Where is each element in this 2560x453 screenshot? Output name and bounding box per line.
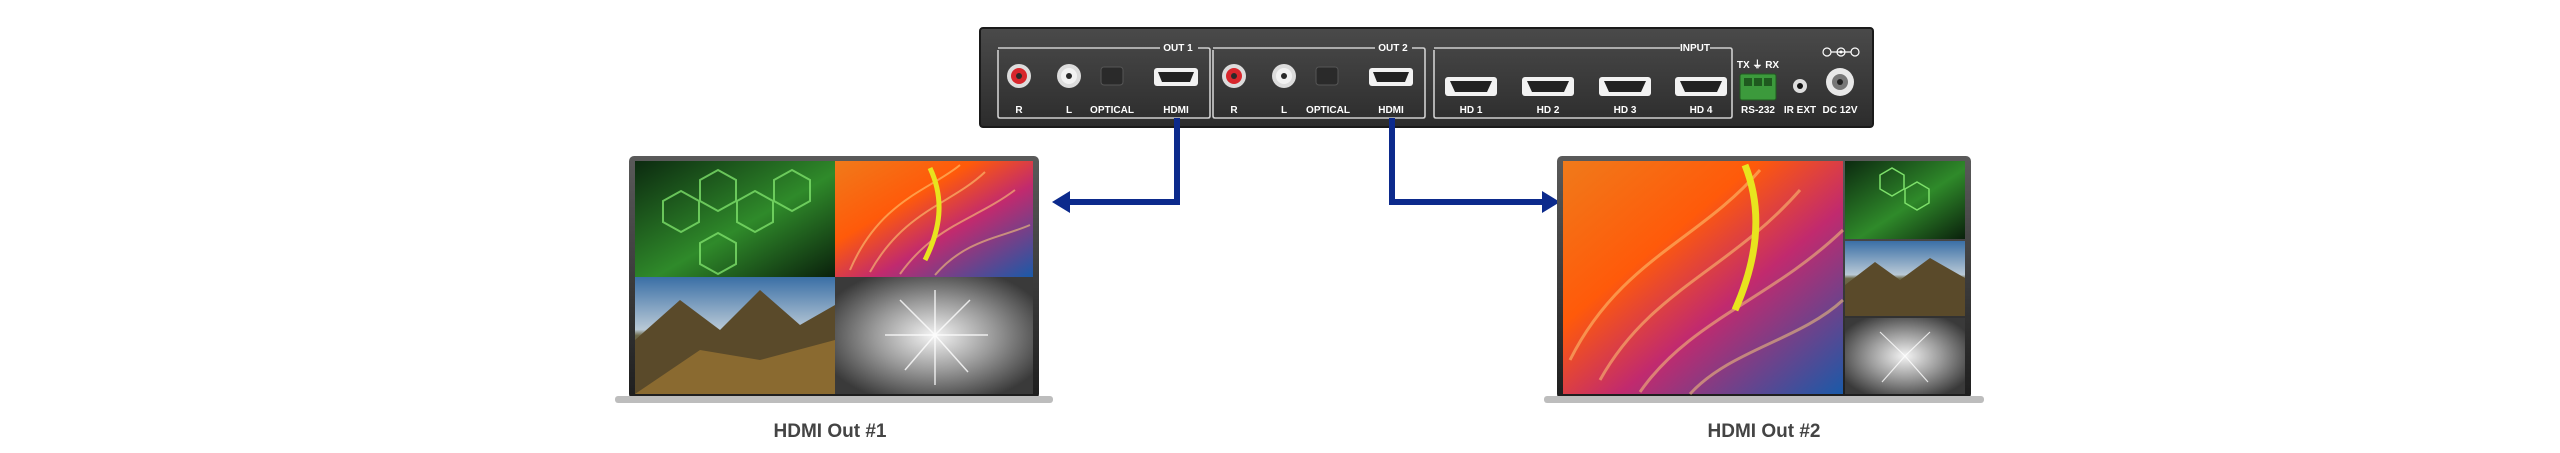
out2-hdmi-label: HDMI <box>1378 105 1404 116</box>
out1-hdmi-label: HDMI <box>1163 105 1189 116</box>
rs232-pin-label: TX ⏚ RX <box>1737 59 1780 71</box>
input-hd2-label: HD 2 <box>1537 105 1560 116</box>
optical-port-icon <box>1100 66 1124 86</box>
out2-panel: OUT 2 R L OPTICAL HDMI <box>1212 43 1426 119</box>
tv2-pip-dandelion <box>1845 318 1965 394</box>
tv2-main-waves <box>1563 161 1845 396</box>
optical-port-icon <box>1315 66 1339 86</box>
tv1-quad-dandelion <box>835 277 1033 394</box>
arrow-left-icon <box>1052 191 1070 213</box>
out2-title: OUT 2 <box>1378 43 1408 54</box>
out2-optical-label: OPTICAL <box>1306 105 1350 116</box>
terminal-block-icon <box>1739 73 1777 101</box>
tv1-quad-hexagons <box>635 161 835 277</box>
dc-label: DC 12V <box>1822 105 1857 116</box>
hdmi-cable-out1 <box>1052 118 1180 213</box>
out1-optical-label: OPTICAL <box>1090 105 1134 116</box>
input-hd3-label: HD 3 <box>1614 105 1637 116</box>
dc-power-port: DC 12V <box>1822 47 1860 116</box>
input-title: INPUT <box>1680 43 1710 54</box>
matrix-device: OUT 1 R L OPTICAL HDMI OUT 2 <box>979 27 1874 128</box>
out1-panel: OUT 1 R L OPTICAL HDMI <box>997 43 1211 119</box>
ir-ext-label: IR EXT <box>1784 105 1816 116</box>
out1-r-label: R <box>1015 105 1023 116</box>
ir-ext-port: IR EXT <box>1784 79 1816 116</box>
polarity-icon <box>1822 47 1860 57</box>
rs232-terminal: TX ⏚ RX RS-232 <box>1737 59 1780 116</box>
out1-l-label: L <box>1066 105 1072 116</box>
tv-display-2 <box>1544 156 1984 403</box>
tv1-caption: HDMI Out #1 <box>774 421 887 442</box>
rs232-label: RS-232 <box>1741 105 1775 116</box>
tv2-caption: HDMI Out #2 <box>1708 421 1821 442</box>
tv2-pip-hexagons <box>1845 161 1965 239</box>
input-panel: INPUT HD 1 HD 2 HD 3 HD 4 <box>1433 43 1733 119</box>
tv2-pip-mountains <box>1845 241 1965 316</box>
input-hd4-label: HD 4 <box>1690 105 1713 116</box>
tv-display-1 <box>615 156 1053 403</box>
out1-title: OUT 1 <box>1163 43 1193 54</box>
tv1-quad-mountains <box>635 277 835 394</box>
hdmi-cable-out2 <box>1389 118 1560 213</box>
arrow-right-icon <box>1542 191 1560 213</box>
out2-r-label: R <box>1230 105 1238 116</box>
tv1-quad-waves <box>835 161 1033 277</box>
out2-l-label: L <box>1281 105 1287 116</box>
input-hd1-label: HD 1 <box>1460 105 1483 116</box>
